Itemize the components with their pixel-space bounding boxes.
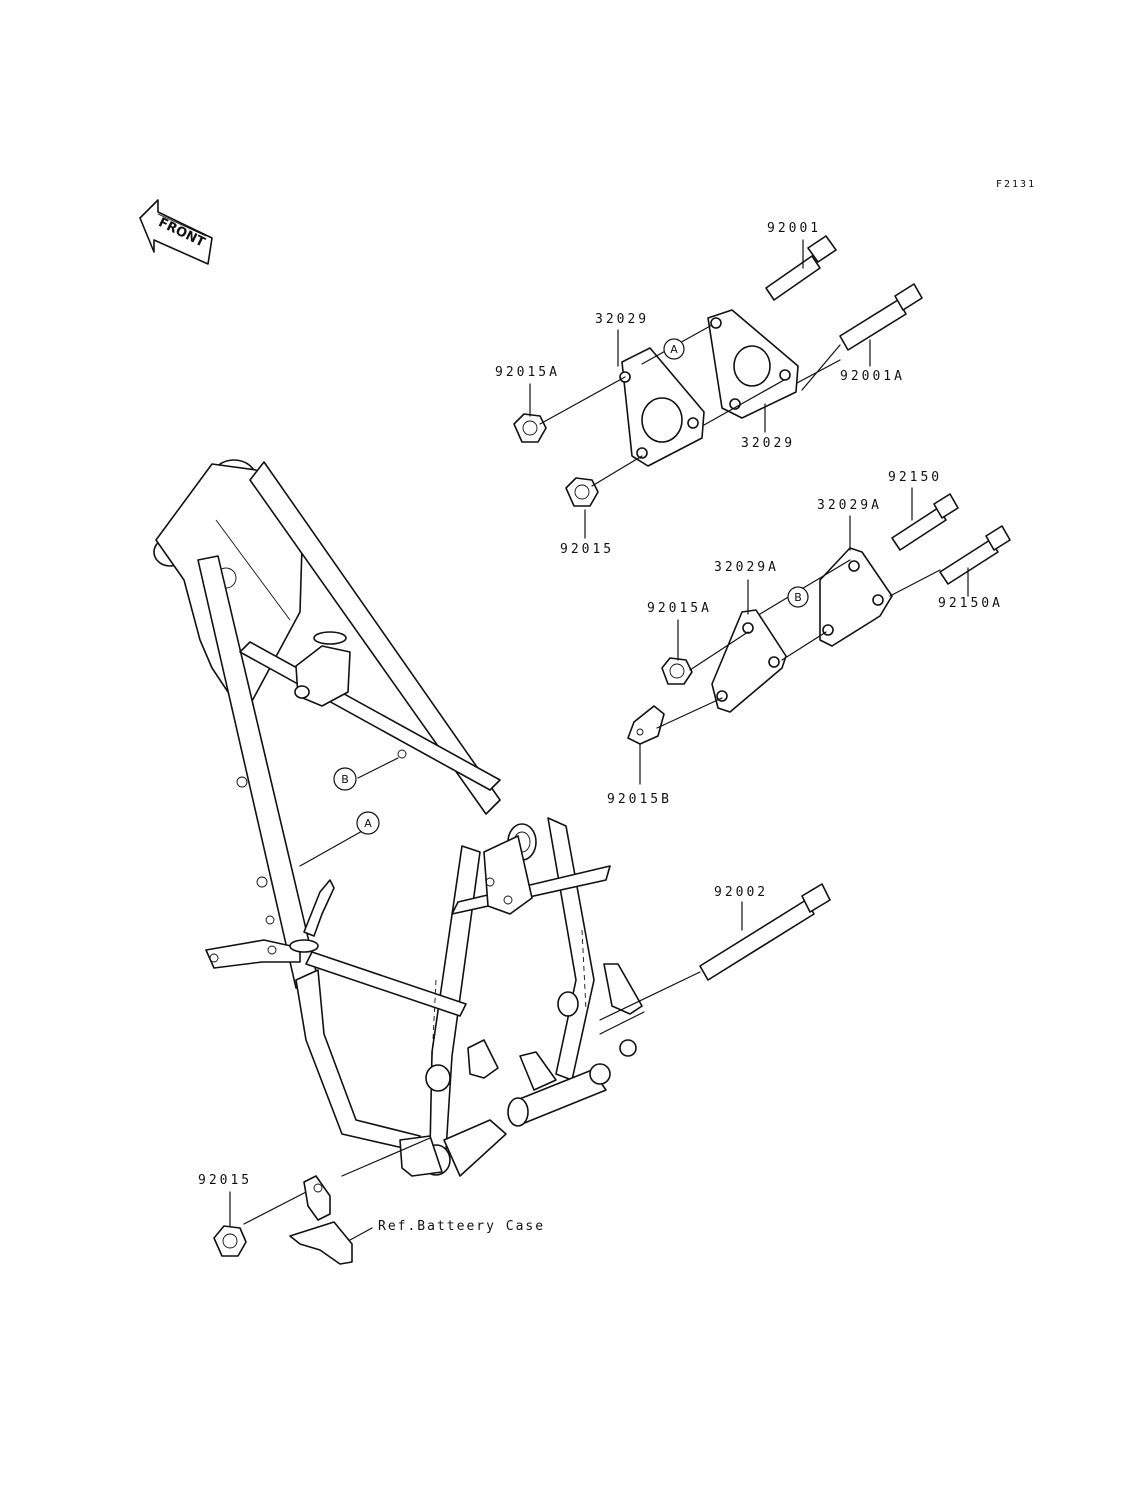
part-label-92015-upper: 92015 xyxy=(560,542,615,557)
figure-code: F2131 xyxy=(996,179,1037,190)
bolt-92002-icon xyxy=(599,883,831,1035)
part-label-32029-lower: 32029 xyxy=(741,436,796,451)
part-label-92150: 92150 xyxy=(888,470,943,485)
lower-mount-parts xyxy=(213,1137,431,1265)
part-label-92015-lower: 92015 xyxy=(198,1173,253,1188)
nut-92015A-lower-icon xyxy=(661,657,693,685)
ref-mark-a-frame-label: A xyxy=(364,817,372,830)
part-label-92015A-lower: 92015A xyxy=(647,601,712,616)
bracket-plate-32029A-front-icon xyxy=(711,609,787,713)
part-label-92002: 92002 xyxy=(714,885,769,900)
nut-92015-lower-icon xyxy=(213,1225,247,1257)
nut-92015-icon xyxy=(565,477,599,507)
part-label-92001A: 92001A xyxy=(840,369,905,384)
ref-mark-b-frame xyxy=(333,767,357,791)
part-label-92015A-upper: 92015A xyxy=(495,365,560,380)
bracket-92015B-icon xyxy=(627,705,665,745)
part-label-32029-upper: 32029 xyxy=(595,312,650,327)
bracket-plate-32029A-rear-icon xyxy=(819,547,893,647)
bolt-92150A-icon xyxy=(939,525,1011,585)
part-label-92001: 92001 xyxy=(767,221,822,236)
part-label-32029A-lower: 32029A xyxy=(714,560,779,575)
bolt-92150-icon xyxy=(891,493,959,551)
nut-92015A-icon xyxy=(513,413,547,443)
ref-mark-a-upper-label: A xyxy=(670,343,678,356)
ref-mark-b-frame-label: B xyxy=(341,773,349,786)
ref-mark-b-upper-label: B xyxy=(794,591,802,604)
part-label-92015B: 92015B xyxy=(607,792,672,807)
bracket-plate-32029-rear-icon xyxy=(707,309,799,419)
ref-mark-a-frame xyxy=(356,811,380,835)
middle-mount-bracket-assembly: B xyxy=(627,493,1011,745)
ref-mark-a-upper xyxy=(663,338,685,360)
upper-mount-bracket-assembly: A xyxy=(513,235,923,507)
part-label-92150A: 92150A xyxy=(938,596,1003,611)
label-leader-lines xyxy=(229,239,969,1227)
bracket-plate-32029-front-icon xyxy=(619,347,705,467)
frame-drawing: B A xyxy=(153,459,643,1177)
bolt-92001A-icon xyxy=(839,283,923,351)
ref-mark-b-upper xyxy=(787,586,809,608)
bolt-92001-icon xyxy=(765,235,837,301)
part-label-32029A-upper: 32029A xyxy=(817,498,882,513)
battery-case-icon xyxy=(289,1221,353,1265)
front-arrow-icon: FRONT xyxy=(139,199,213,265)
reference-note-battery-case: Ref.Batteery Case xyxy=(378,1219,546,1234)
bracket-plate-lower-icon xyxy=(303,1175,331,1221)
